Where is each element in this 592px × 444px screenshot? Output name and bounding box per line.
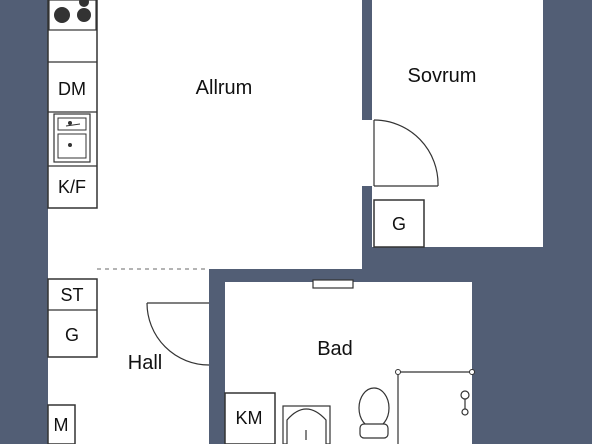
bedroom-wardrobe: [373, 199, 425, 248]
door-swing-icon: [373, 119, 439, 187]
fixture-label-dm: DM: [58, 79, 86, 99]
toilet-icon: [358, 387, 390, 439]
washing-machine: [224, 392, 276, 444]
stove-icon: [48, 0, 97, 31]
kitchen-counter: [47, 0, 98, 209]
fixture-label-g-bedroom: G: [392, 214, 406, 234]
sink-icon: [53, 113, 91, 163]
hall-cabinets: [47, 278, 98, 358]
fixture-label-km: KM: [236, 408, 263, 428]
room-label-sovrum: Sovrum: [408, 65, 477, 87]
room-label-bad: Bad: [317, 338, 353, 360]
floor-allrum-kitchen: [48, 0, 362, 269]
m-cabinet: [47, 404, 76, 444]
door-opening-sovrum: [362, 120, 374, 186]
window-icon: [312, 279, 354, 289]
washbasin-icon: [282, 405, 331, 444]
room-label-hall: Hall: [128, 352, 162, 374]
room-label-allrum: Allrum: [196, 77, 253, 99]
fixture-label-g-hall: G: [65, 325, 79, 345]
fixture-label-kf: K/F: [58, 177, 86, 197]
fixture-label-st: ST: [60, 285, 83, 305]
fixture-label-m: M: [54, 415, 69, 435]
door-swing-icon: [146, 302, 210, 366]
shower-icon: [395, 369, 475, 444]
